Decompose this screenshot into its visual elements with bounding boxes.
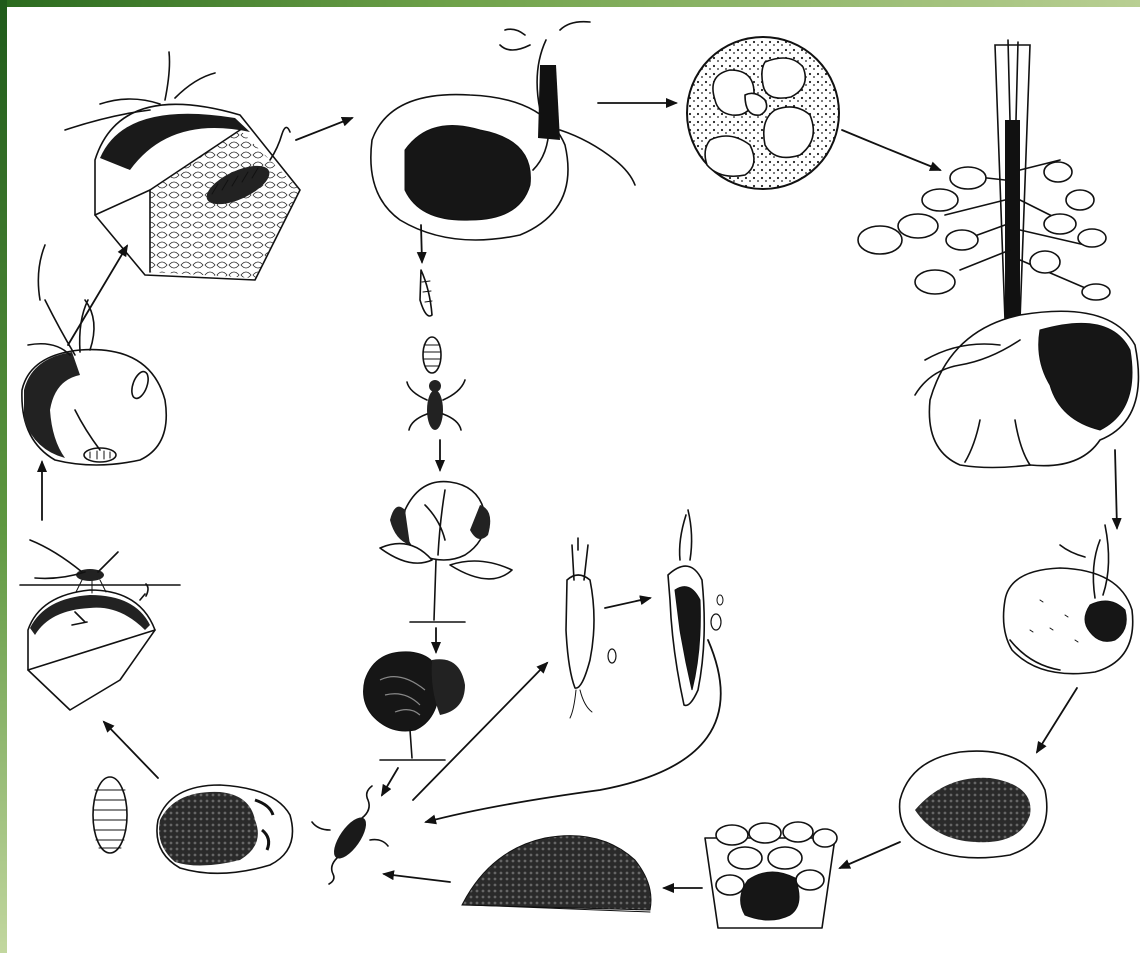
storage-bin-with-tubers <box>705 822 837 928</box>
tuber-section-with-flies <box>20 540 180 710</box>
arrow-cabbage-to-bacterium <box>382 768 398 795</box>
rotting-tuber-bottom-right <box>900 751 1047 858</box>
cell-magnification-circle <box>687 37 839 189</box>
larva-small <box>420 270 432 316</box>
arrow-to-bacterium <box>384 874 450 882</box>
arrow-to-tuber-rot <box>1115 450 1117 528</box>
bacterium <box>312 786 388 884</box>
rotting-carrot-root <box>668 510 723 705</box>
pupa <box>423 337 441 373</box>
rotted-tuber-bottom-left <box>157 785 293 873</box>
tuber-with-rot-spot <box>1004 525 1133 674</box>
arrow-to-larva <box>421 225 422 262</box>
maggot-larva <box>93 777 127 853</box>
arrow-to-tuber-with-flies <box>104 722 158 778</box>
potato-plant-with-tubers <box>858 40 1138 468</box>
arrow-back-to-section <box>68 246 127 345</box>
cabbage-plant <box>380 482 512 622</box>
arrow-to-plant <box>842 130 940 170</box>
rotted-debris-heap <box>462 836 651 912</box>
adult-fly-center <box>407 380 465 430</box>
tuber-section-with-larva <box>65 52 300 280</box>
healthy-carrot-root <box>566 538 616 718</box>
arrow-to-rotting-carrot <box>605 598 650 608</box>
arrow-to-rotting-tuber <box>1037 688 1077 752</box>
infected-tuber-top <box>371 22 635 240</box>
rotted-cabbage-head <box>364 652 465 760</box>
arrow-to-infected-tuber <box>296 118 352 140</box>
tuber-with-larvae <box>22 245 166 465</box>
arrow-to-storage-bin <box>840 842 900 868</box>
